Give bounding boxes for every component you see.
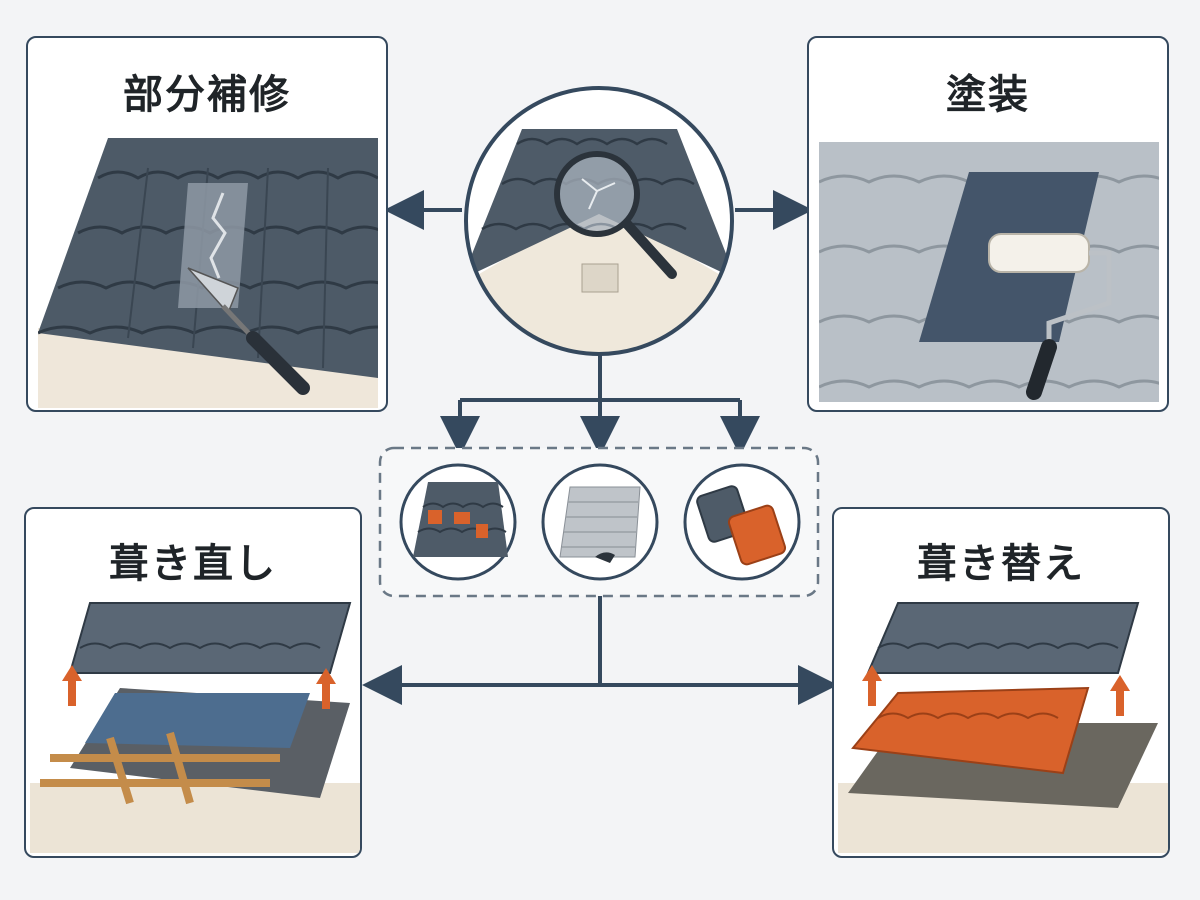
underlayment-sheet-icon [559,486,641,563]
roof-illustration [838,602,1168,853]
panel-title: 葺き直し [109,541,277,587]
option-circle-new-tiles [683,463,801,581]
option-circle-underlayment [541,463,659,581]
panel-reroofing: 葺き直し [24,507,362,858]
panel-partial-repair: 部分補修 [26,36,388,412]
option-circle-damaged-tiles [399,463,517,581]
magnifier-icon [554,151,677,279]
panel-title: 塗装 [946,72,1030,118]
lift-arrows-icon [62,665,336,709]
roof-illustration [819,142,1159,402]
panel-replacement: 葺き替え [832,507,1170,858]
roof-inspection-circle [464,86,734,356]
roof-illustration [38,138,378,408]
trowel-icon [187,267,310,395]
lift-arrows-icon [862,665,1130,716]
paint-roller-icon [988,233,1112,400]
panel-painting: 塗装 [807,36,1169,412]
new-tiles-icon [696,485,787,566]
roof-illustration [30,602,360,853]
damaged-tiles-icon [413,482,508,557]
panel-title: 葺き替え [917,541,1085,587]
panel-title: 部分補修 [123,72,291,118]
